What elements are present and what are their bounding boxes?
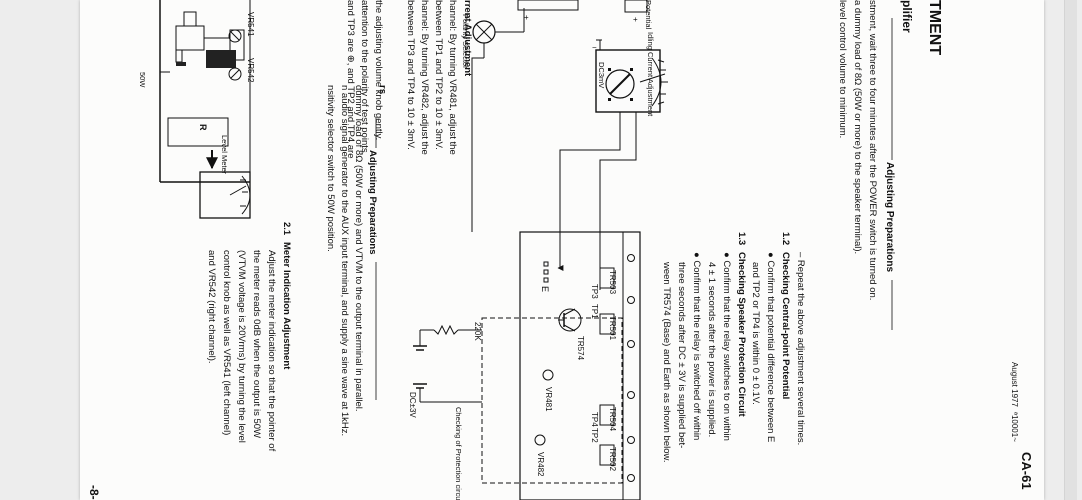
label-idling-current-adjustment: Idling Current Adjustment xyxy=(646,32,655,117)
section-1-3-line-1: ● Confirm that the relay switches to on … xyxy=(721,252,732,441)
label-tp4: TP4 xyxy=(590,412,599,427)
idling-line-8: and TP3 are ⊕, and TP2 and TP4 are xyxy=(345,0,356,158)
idling-line-1: hannel: By turning VR481, adjust the xyxy=(447,0,458,155)
svg-text:−: − xyxy=(592,43,597,52)
idling-line-2: between TP1 and TP2 to 10 ± 3mV. xyxy=(433,0,444,150)
section-1-2-line-1: ● Confirm that potential difference betw… xyxy=(765,252,776,442)
section-2-1-line-1: Adjust the meter indication so that the … xyxy=(266,250,277,452)
label-tr574: TR574 xyxy=(576,336,585,361)
label-r-channel: R xyxy=(198,124,208,131)
repeat-adjustment-line: – Repeat the above adjustment several ti… xyxy=(795,252,806,445)
section-title: TMENT xyxy=(926,0,943,55)
section-2-1-line-3: (VTVM voltage is 20Vrms) by turning the … xyxy=(236,250,247,443)
section-2-1-number: 2.1 xyxy=(281,222,292,236)
prep2-line-1: dummy load of 8Ω (50W or more) and VTVM … xyxy=(353,85,364,412)
section-1-3-heading: Checking Speaker Protection Circuit xyxy=(736,252,747,418)
prep-line-3: level control volume to minimum. xyxy=(837,0,848,138)
model-number: CA-61 xyxy=(1019,452,1034,490)
adjusting-preparations-2-heading: Adjusting Preparations xyxy=(367,150,378,255)
label-tp2: TP2 xyxy=(590,428,599,443)
label-protection-circuit: Checking of Protection circuit xyxy=(454,407,463,500)
section-2-1-line-4: control knob as well as VR541 (left chan… xyxy=(221,250,232,435)
idling-line-7: attention to the polarity of test points… xyxy=(359,0,370,155)
label-potential: Potential xyxy=(644,0,653,30)
label-level-meter: Level Meter xyxy=(220,135,229,175)
label-vr541: VR541 xyxy=(246,12,255,37)
document-page: CA-61 August 1977 ª10001~ TMENT plifier … xyxy=(80,0,1044,500)
prep-line-1: stment, wait three to four minutes after… xyxy=(867,0,878,300)
idling-line-4: between TP3 and TP4 to 10 ± 3mV. xyxy=(405,0,416,150)
label-tr501: TR501 xyxy=(608,316,617,341)
multimeter xyxy=(595,49,668,113)
prep-line-2: a dummy load of 8Ω (50W or more) to the … xyxy=(852,0,863,254)
label-meter-range: DC3mV xyxy=(597,62,606,88)
label-tp1: TP1 xyxy=(590,304,599,319)
label-vr482: VR482 xyxy=(536,452,545,477)
adjusting-preparations-heading: Adjusting Preparations xyxy=(884,162,895,272)
label-tr502: TR502 xyxy=(608,447,617,472)
schematic-diagram: TR503 TR501 TR504 TR502 TP3 TP1 xyxy=(408,0,668,500)
label-vr481: VR481 xyxy=(544,387,553,412)
svg-text:+: + xyxy=(633,15,638,24)
idling-line-6: the adjusting volume knob gently. xyxy=(373,0,384,140)
section-1-2-heading: Checking Central-point Potential xyxy=(780,252,791,399)
section-1-3-line-3: ● Confirm that the relay is switched off… xyxy=(691,252,702,440)
section-1-3-line-5: ween TR574 (Base) and Earth as shown bel… xyxy=(661,261,672,463)
viewer-margin-left xyxy=(0,0,80,500)
section-1-2-line-2: and TP2 or TP4 is within 0 ± 0.1V. xyxy=(750,262,761,405)
label-tr503: TR503 xyxy=(608,270,617,295)
section-1-3-number: 1.3 xyxy=(736,232,747,245)
label-220k: 220K xyxy=(473,322,482,341)
label-dc3v: DC±3V xyxy=(408,392,417,418)
label-tp3: TP3 xyxy=(590,284,599,299)
section-subtitle: plifier xyxy=(900,0,914,33)
svg-text:+: + xyxy=(524,13,529,22)
level-meter-icon xyxy=(199,171,251,219)
label-tr504: TR504 xyxy=(608,407,617,432)
prep2-line-2: n audio signal generator to the AUX inpu… xyxy=(339,85,350,436)
meter-adjustment-drawing: VR541 VR542 R Level Meter xyxy=(138,0,255,219)
section-1-3-line-2: 4 ± 1 seconds after the power is supplie… xyxy=(706,262,717,437)
page-number: -8- xyxy=(87,485,101,500)
section-2-1-line-5: and VR542 (right channel). xyxy=(206,250,217,364)
section-2-1-heading: Meter Indication Adjustment xyxy=(281,242,292,370)
label-e-terminal: E xyxy=(540,286,550,292)
vertical-scrollbar[interactable] xyxy=(1064,0,1077,500)
rs-heading: rs xyxy=(377,85,388,94)
label-polarity-selector: Polarity Selector xyxy=(461,14,470,69)
label-50w: 50W xyxy=(138,72,147,88)
section-1-3-line-4: three seconds after DC ± 3V is supplied … xyxy=(676,262,687,448)
document-number: ª10001~ xyxy=(1010,412,1019,442)
section-1-2-number: 1.2 xyxy=(780,232,791,245)
prep2-line-3: nsitivity selector switch to 50W positio… xyxy=(325,85,336,252)
page-canvas: CA-61 August 1977 ª10001~ TMENT plifier … xyxy=(87,0,1034,500)
idling-line-3: hannel: By turning VR482, adjust the xyxy=(419,0,430,155)
section-2-1-line-2: the meter reads 0dB when the output is 5… xyxy=(251,250,262,438)
document-date: August 1977 xyxy=(1010,362,1019,407)
idling-current-heading: rrent Adjustment xyxy=(462,0,473,77)
label-vr542: VR542 xyxy=(246,58,255,83)
